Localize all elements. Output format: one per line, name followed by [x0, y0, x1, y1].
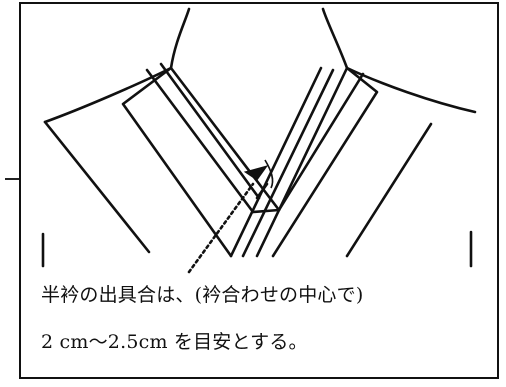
right-collar-line-3: [255, 66, 349, 258]
right-body-diagonal: [345, 122, 433, 258]
right-collar-outer: [229, 66, 323, 258]
outer-tick-mark: [5, 178, 19, 180]
kimono-collar-illustration: [41, 7, 477, 274]
collar-cross-1: [251, 208, 281, 214]
right-collar-inner: [241, 68, 335, 258]
left-collar-inner: [159, 62, 261, 200]
left-body-diagonal: [43, 120, 151, 254]
neck-right-line: [321, 7, 349, 70]
collar-cross-2: [255, 182, 269, 200]
caption-line-1: 半衿の出具合は、(衿合わせの中心で): [41, 284, 364, 306]
left-collar-line-3: [169, 66, 281, 212]
measurement-arc: [264, 159, 274, 189]
right-garment-edge: [271, 66, 379, 258]
left-collar-outer: [145, 68, 255, 214]
diagram-frame: 半衿の出具合は、(衿合わせの中心で) 2 cm〜2.5cm を目安とする。: [19, 2, 499, 379]
neck-left-line: [169, 7, 191, 70]
pointer-arrowhead: [243, 165, 269, 181]
right-collar-line-4: [277, 72, 365, 212]
left-shoulder-outline: [43, 66, 173, 124]
right-shoulder-outline: [345, 66, 477, 114]
pointer-dotted-line: [187, 182, 255, 274]
caption-line-2: 2 cm〜2.5cm を目安とする。: [41, 331, 308, 353]
